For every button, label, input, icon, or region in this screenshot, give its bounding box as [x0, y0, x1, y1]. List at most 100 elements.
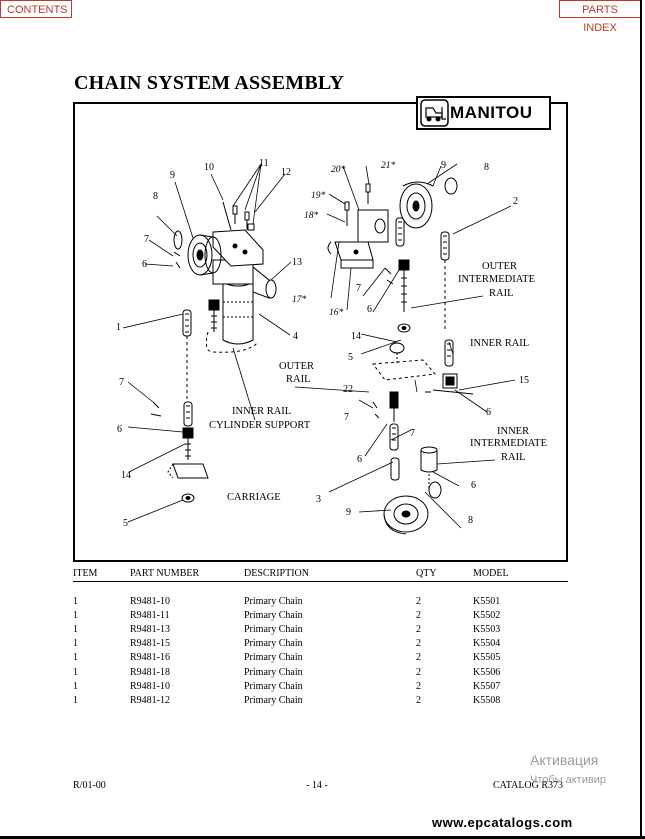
chain-right-upper: [440, 231, 454, 367]
callout-6c: 6: [367, 304, 372, 315]
header-part-number: PART NUMBER: [130, 568, 244, 582]
callout-12: 12: [281, 167, 291, 178]
table-header-row: ITEM PART NUMBER DESCRIPTION QTY MODEL: [73, 568, 568, 582]
callout-6: 6: [142, 259, 147, 270]
callout-9: 9: [170, 170, 175, 181]
parts-index-button[interactable]: PARTS INDEX: [559, 0, 641, 34]
right-border: [640, 0, 642, 839]
chain-center-lower: [372, 391, 399, 451]
inner-rail-anchor: [425, 373, 474, 395]
cell-item: 1: [73, 623, 78, 635]
callout-20: 20*: [331, 165, 346, 175]
header-description: DESCRIPTION: [244, 568, 416, 582]
cell-qty: 2: [416, 652, 421, 664]
cell-qty: 2: [416, 595, 421, 607]
header-item: ITEM: [73, 568, 130, 582]
footer-revision: R/01-00: [73, 780, 106, 791]
callout-8: 8: [153, 191, 158, 202]
cell-model: K5507: [473, 680, 501, 692]
contents-button[interactable]: CONTENTS: [0, 0, 72, 18]
page-number: - 14 -: [306, 780, 328, 791]
callout-6b: 6: [117, 424, 122, 435]
pin-left-lower: [150, 401, 162, 417]
cell-qty: 2: [416, 609, 421, 621]
cell-part-number: R9481-10: [130, 680, 170, 692]
cell-part-number: R9481-16: [130, 652, 170, 664]
cell-qty: 2: [416, 680, 421, 692]
callout-16: 16*: [329, 308, 344, 318]
bolt-parts-left: [232, 205, 255, 231]
callout-21: 21*: [381, 161, 396, 171]
label-inner-intermediate-3: RAIL: [501, 452, 526, 463]
cell-qty: 2: [416, 694, 421, 706]
cell-qty: 2: [416, 623, 421, 635]
cell-item: 1: [73, 694, 78, 706]
cell-model: K5506: [473, 666, 501, 678]
label-cyl-support-1: INNER RAIL: [232, 406, 291, 417]
page-title: CHAIN SYSTEM ASSEMBLY: [74, 72, 345, 94]
logo-text: MANITOU: [450, 103, 533, 122]
chain-left-upper: [182, 299, 220, 402]
callout-6e: 6: [357, 454, 362, 465]
callout-7e: 7: [410, 428, 415, 439]
callout-13: 13: [292, 257, 302, 268]
cell-part-number: R9481-13: [130, 623, 170, 635]
cell-description: Primary Chain: [244, 595, 303, 607]
activation-watermark-line1: Активация: [530, 752, 599, 768]
callout-9b: 9: [441, 160, 446, 171]
cell-part-number: R9481-11: [130, 609, 170, 621]
cell-item: 1: [73, 595, 78, 607]
cell-description: Primary Chain: [244, 638, 303, 650]
callout-5: 5: [123, 518, 128, 529]
table-row: 1 R9481-10 Primary Chain 2 K5507: [73, 679, 568, 693]
cell-qty: 2: [416, 638, 421, 650]
pin-left-upper: [173, 251, 181, 269]
cell-part-number: R9481-15: [130, 638, 170, 650]
manitou-logo: MANITOU: [416, 96, 551, 130]
callout-9c: 9: [346, 507, 351, 518]
callout-2: 2: [513, 196, 518, 207]
label-outer-intermediate-3: RAIL: [489, 288, 514, 299]
sheave-center-lower: [383, 457, 429, 535]
callout-7d: 7: [344, 412, 349, 423]
cell-item: 1: [73, 638, 78, 650]
diagram-frame: [73, 102, 568, 562]
cell-part-number: R9481-12: [130, 694, 170, 706]
callout-7: 7: [144, 234, 149, 245]
activation-watermark-line2: Чтобы активир: [530, 774, 606, 786]
callout-6f: 6: [471, 480, 476, 491]
callout-3: 3: [316, 494, 321, 505]
callout-14b: 14: [121, 470, 131, 481]
label-carriage: CARRIAGE: [227, 492, 281, 503]
label-inner-intermediate-2: INTERMEDIATE: [470, 438, 547, 449]
callout-4: 4: [293, 331, 298, 342]
callout-22: 22: [343, 384, 353, 395]
callout-8b: 8: [484, 162, 489, 173]
label-inner-intermediate-1: INNER: [497, 426, 529, 437]
area-labels: OUTER INTERMEDIATE RAIL INNER RAIL OUTER…: [209, 261, 547, 503]
header-model: MODEL: [473, 568, 568, 582]
cell-description: Primary Chain: [244, 680, 303, 692]
sheave-right-upper: [399, 181, 434, 229]
label-outer-rail-2: RAIL: [286, 374, 311, 385]
forklift-icon: [420, 99, 449, 127]
callout-7b: 7: [119, 377, 124, 388]
label-outer-intermediate-1: OUTER: [482, 261, 517, 272]
outer-rail-plate: [372, 342, 436, 381]
cell-model: K5502: [473, 609, 501, 621]
cell-model: K5508: [473, 694, 501, 706]
site-url[interactable]: www.epcatalogs.com: [432, 815, 573, 830]
bottom-border: [0, 836, 645, 839]
chain-left-lower: [182, 401, 194, 460]
cell-description: Primary Chain: [244, 623, 303, 635]
header-qty: QTY: [416, 568, 473, 582]
cell-item: 1: [73, 680, 78, 692]
cell-qty: 2: [416, 666, 421, 678]
snap-ring-right: [444, 177, 458, 195]
carriage-block: [167, 463, 209, 503]
callout-1: 1: [116, 322, 121, 333]
